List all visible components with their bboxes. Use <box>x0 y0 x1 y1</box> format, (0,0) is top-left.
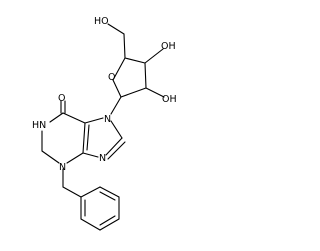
ribose-3-oh-label: OH <box>161 41 176 52</box>
n1-h-label: HN <box>32 120 46 131</box>
bond-c1-o <box>112 79 122 98</box>
benzene-bond-4 <box>99 218 120 231</box>
bond-c5-n7 <box>84 117 104 124</box>
benzene-bond-2 <box>99 186 120 198</box>
bond-ch2-c4 <box>123 33 126 59</box>
bond-c6-n1 <box>49 112 64 123</box>
bond-c8-n9-a <box>105 137 123 156</box>
bond-c2-c1 <box>120 87 147 98</box>
ribose-bonds <box>107 23 165 115</box>
bond-ho-ch2 <box>107 23 125 35</box>
benzene-inner-bond-1 <box>99 191 116 201</box>
bond-c5-c6 <box>62 112 86 124</box>
chemical-structure: HO OH OH O O N HN N N <box>32 16 177 231</box>
n9-label: N <box>99 153 106 164</box>
ribose-2-oh-label: OH <box>162 94 177 105</box>
benzene-inner-bond-2 <box>99 215 116 226</box>
benzene-bond-5 <box>80 218 101 231</box>
bond-c4-c5-a <box>82 122 86 154</box>
bond-c2-n3 <box>41 150 60 164</box>
bond-ch2-ph <box>62 186 82 198</box>
bond-c3-c2 <box>144 62 147 89</box>
bond-o-c4 <box>112 57 126 81</box>
purine-bonds <box>41 100 126 188</box>
bond-n7-c8 <box>110 120 123 139</box>
ribose-ring-oxygen-label: O <box>108 72 115 83</box>
bond-n3-c4 <box>66 152 84 164</box>
benzyl-bonds <box>62 186 120 231</box>
bond-c3-oh <box>144 48 164 64</box>
bond-c4-c5-b <box>86 124 90 151</box>
atom-labels: HO OH OH O O N HN N N <box>32 16 177 173</box>
bond-c2-oh <box>145 87 165 98</box>
n3-label: N <box>59 162 66 173</box>
bond-c4-c3 <box>124 57 146 64</box>
hydroxymethyl-oh-label: HO <box>94 16 109 27</box>
bond-c8-n9-b <box>107 141 126 160</box>
benzene-bond-1 <box>80 186 101 198</box>
carbonyl-oxygen-label: O <box>58 93 65 104</box>
n7-label: N <box>104 114 111 125</box>
bond-n9-c4 <box>82 152 99 158</box>
bond-c1-n7 <box>110 96 122 115</box>
